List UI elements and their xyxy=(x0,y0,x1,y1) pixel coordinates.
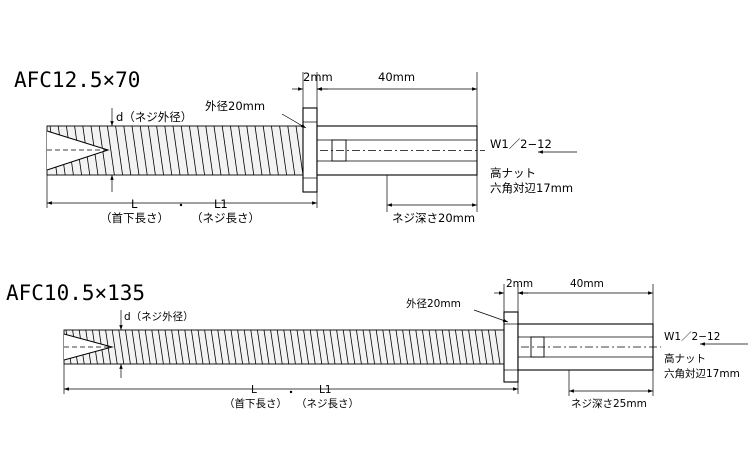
length-dimensions-1: L L1 （首下長さ） （ネジ長さ） xyxy=(46,175,318,225)
label-L1-1: L1 xyxy=(214,197,228,211)
drawing-afc12-5x70: AFC12.5×70 2mm xyxy=(14,68,577,225)
dim-40mm-2: 40mm xyxy=(570,278,604,290)
thread-depth-dim-1: ネジ深さ20mm xyxy=(386,175,478,225)
thread-spec-label-2: W1／2−12 xyxy=(664,331,720,343)
outer-diameter-label-1: 外径20mm xyxy=(205,99,265,113)
label-L-desc-1: （首下長さ） xyxy=(100,211,169,225)
thread-depth-label-2: ネジ深さ25mm xyxy=(571,398,647,410)
thread-depth-label-1: ネジ深さ20mm xyxy=(392,211,475,225)
outer-diameter-label-2: 外径20mm xyxy=(406,297,461,310)
hex-nut-2 xyxy=(517,323,661,371)
flange-1 xyxy=(302,107,318,193)
thread-diameter-dim-2: d（ネジ外径） xyxy=(119,310,194,378)
nut-size-label-1: 六角対辺17mm xyxy=(490,181,573,195)
nut-label-2: 高ナット xyxy=(664,352,706,365)
top-dimensions-1: 2mm 40mm xyxy=(292,70,478,126)
label-L-2: L xyxy=(251,384,257,396)
thread-dia-label-2: d（ネジ外径） xyxy=(124,310,194,323)
dim-2mm-1: 2mm xyxy=(303,70,333,84)
label-L1-2: L1 xyxy=(319,384,332,396)
nut-label-1: 高ナット xyxy=(490,166,536,180)
label-L-1: L xyxy=(131,197,138,211)
dim-40mm-1: 40mm xyxy=(378,70,415,84)
length-dimensions-2: L L1 （首下長さ） （ネジ長さ） xyxy=(63,364,519,410)
model-title-1: AFC12.5×70 xyxy=(14,68,140,92)
nut-size-label-2: 六角対辺17mm xyxy=(664,367,740,380)
threaded-shank-1 xyxy=(46,125,304,176)
thread-depth-dim-2: ネジ深さ25mm xyxy=(568,370,654,410)
flange-2 xyxy=(503,311,519,383)
top-dimensions-2: 2mm 40mm xyxy=(494,278,654,324)
label-L-desc-2: （首下長さ） xyxy=(224,397,287,410)
hex-nut-1 xyxy=(316,125,485,176)
dim-2mm-2: 2mm xyxy=(506,278,533,290)
label-L1-desc-1: （ネジ長さ） xyxy=(191,211,260,225)
thread-dia-label-1: d（ネジ外径） xyxy=(116,110,192,124)
thread-spec-label-1: W1／2−12 xyxy=(490,137,552,151)
threaded-shank-2 xyxy=(63,329,505,365)
model-title-2: AFC10.5×135 xyxy=(6,281,145,305)
drawing-afc10-5x135: AFC10.5×135 2mm 40m xyxy=(6,278,748,410)
label-L1-desc-2: （ネジ長さ） xyxy=(296,398,359,410)
thread-diameter-dim-1: d（ネジ外径） xyxy=(110,108,192,192)
